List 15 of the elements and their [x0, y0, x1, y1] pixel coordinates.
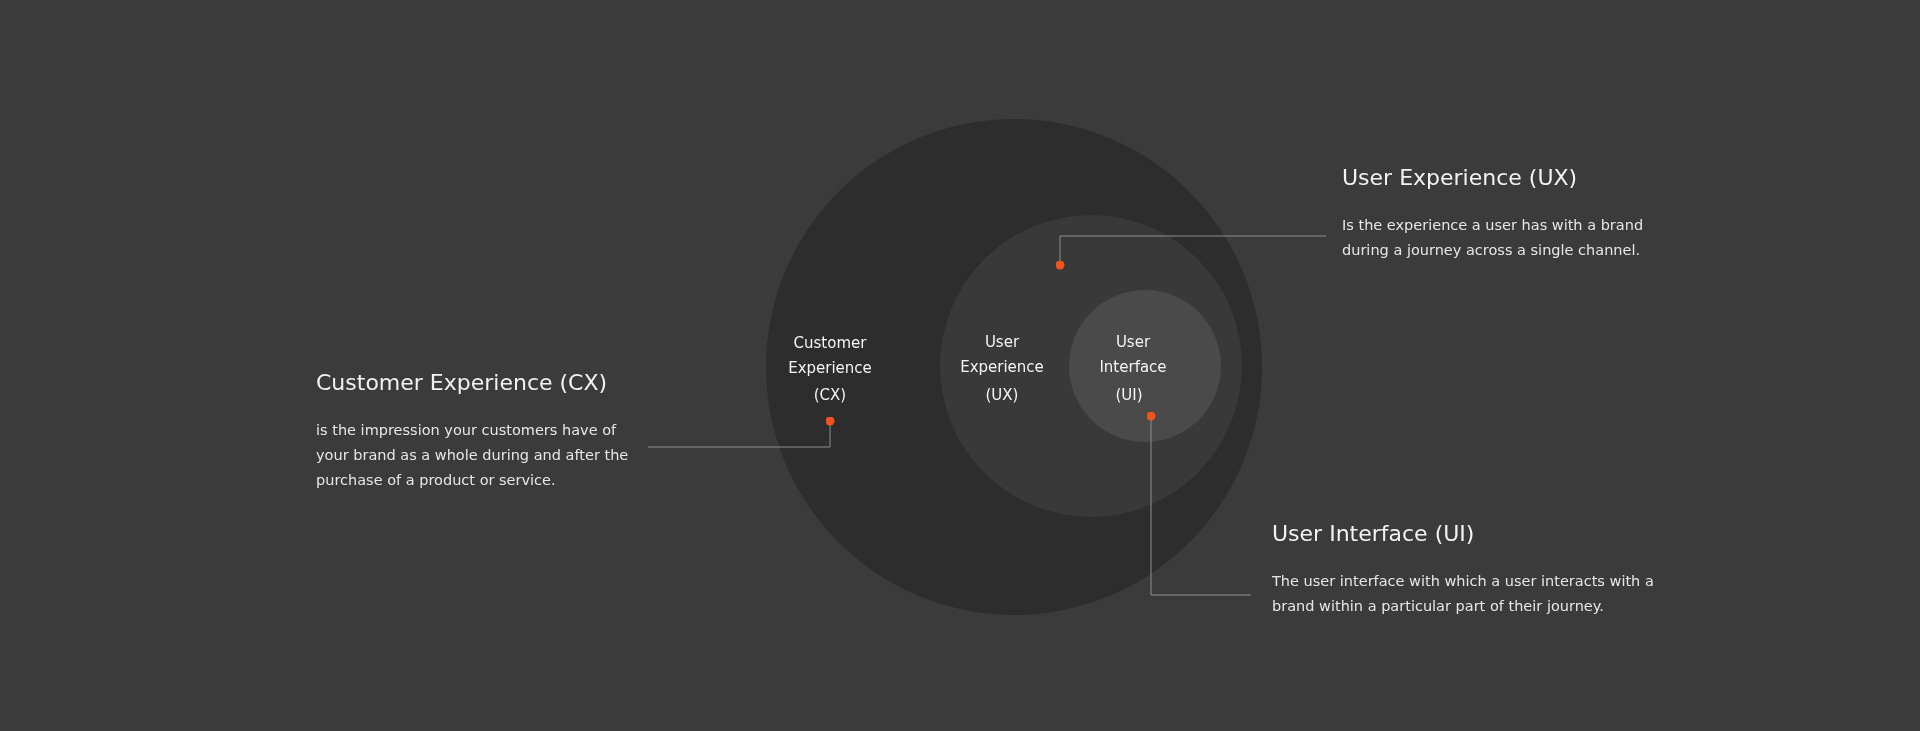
circle-label: User Interface: [1098, 332, 1168, 378]
callout-heading: Customer Experience (CX): [316, 369, 609, 397]
callout-heading: User Experience (UX): [1342, 164, 1579, 192]
leader-line: [1055, 235, 1327, 270]
callout-heading: User Interface (UI): [1272, 520, 1476, 548]
leader-line: [1146, 411, 1252, 596]
abbreviation-label: (UI): [1114, 385, 1144, 406]
abbreviation-label: (CX): [812, 385, 848, 406]
callout-description: is the impression your customers have of your brand as a whole during and after the purchase of a product or service.: [316, 421, 630, 490]
leader-line: [647, 416, 835, 448]
callout-description: Is the experience a user has with a brand during a journey across a single channel.: [1342, 216, 1645, 260]
circle-label: Customer Experience: [787, 333, 873, 379]
callout-description: The user interface with which a user interacts with a brand within a particular part of their journey.: [1272, 572, 1655, 616]
circle-label: User Experience: [959, 332, 1045, 378]
abbreviation-label: (UX): [984, 385, 1020, 406]
